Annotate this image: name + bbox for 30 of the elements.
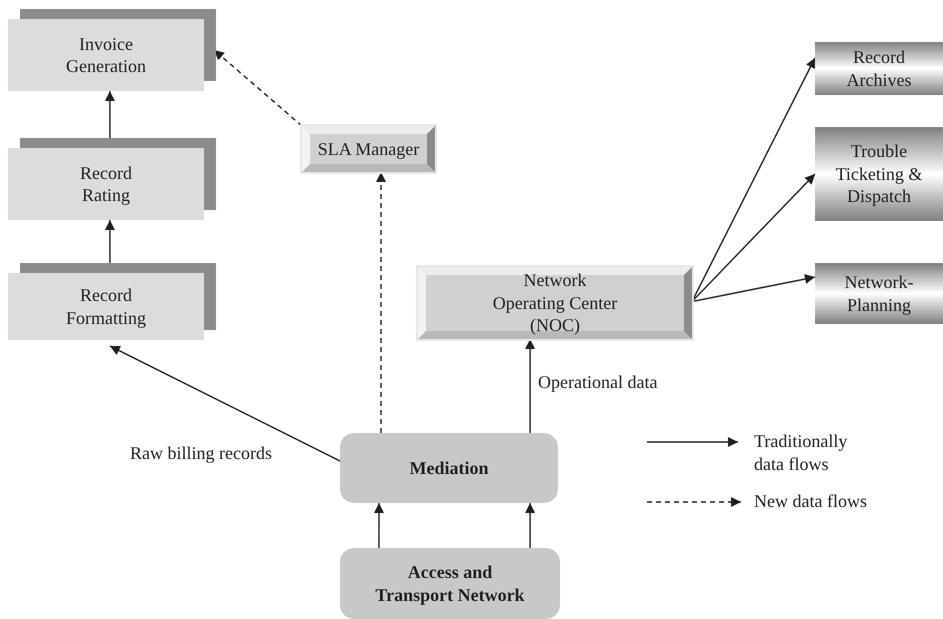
legend-label: Traditionally data flows — [754, 430, 848, 475]
process-box — [815, 263, 943, 324]
process-box — [302, 126, 435, 172]
node-label: Access and Transport Network — [374, 561, 526, 606]
process-box — [8, 273, 204, 340]
process-box — [340, 548, 560, 619]
node-label: Trouble Ticketing & Dispatch — [834, 140, 924, 208]
arrow — [692, 174, 816, 302]
node-label: Record Formatting — [65, 284, 147, 329]
arrow — [525, 503, 536, 548]
arrow — [692, 274, 816, 302]
arrow — [376, 172, 386, 433]
node-label: SLA Manager — [318, 138, 420, 160]
node-label: Invoice Generation — [65, 32, 147, 78]
process-box — [340, 433, 558, 503]
node-label: Network Operating Center (NOC) — [492, 269, 618, 337]
process-box — [418, 267, 692, 339]
node-label: Record Archives — [846, 46, 912, 91]
arrow — [214, 49, 302, 127]
legend-label: New data flows — [754, 490, 868, 512]
arrow — [525, 339, 536, 433]
node-label: Network-Planning — [844, 271, 914, 316]
node-label: Mediation — [410, 456, 488, 480]
arrow — [374, 503, 384, 548]
arrow — [110, 345, 340, 462]
node-label: Record Rating — [79, 162, 133, 206]
process-box — [815, 127, 943, 221]
process-box — [8, 19, 204, 91]
process-box — [8, 148, 204, 220]
process-box — [815, 42, 943, 95]
